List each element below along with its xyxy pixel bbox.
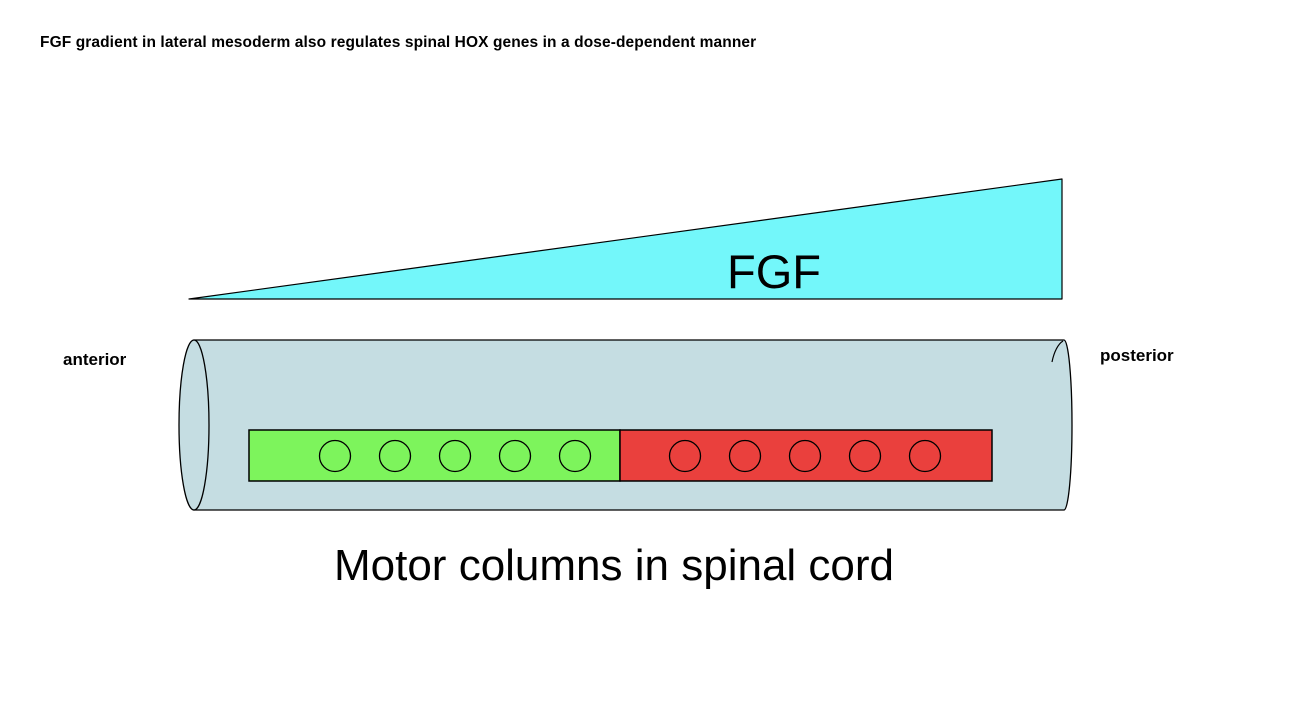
motor-neuron-circle	[728, 439, 762, 473]
motor-neuron-circles	[318, 439, 942, 473]
motor-neuron-circle	[668, 439, 702, 473]
motor-neuron-circle	[908, 439, 942, 473]
motor-neuron-circle	[498, 439, 532, 473]
posterior-label: posterior	[1100, 346, 1174, 365]
anterior-motor-column	[248, 429, 621, 482]
spinal-cord-posterior-cap-arc	[1051, 340, 1064, 363]
motor-neuron-circle	[848, 439, 882, 473]
motor-neuron-circle	[788, 439, 822, 473]
motor-neuron-circle	[558, 439, 592, 473]
fgf-gradient-wedge	[188, 178, 1063, 300]
anterior-label: anterior	[63, 350, 127, 369]
diagram-caption: Motor columns in spinal cord	[333, 541, 895, 590]
spinal-cord-anterior-cap	[178, 339, 210, 511]
motor-neuron-circle	[378, 439, 412, 473]
slide-title: FGF gradient in lateral mesoderm also re…	[40, 34, 757, 51]
spinal-cord-body	[193, 339, 1073, 511]
motor-neuron-circle	[438, 439, 472, 473]
fgf-gradient-label: FGF	[727, 245, 821, 298]
motor-neuron-circle	[318, 439, 352, 473]
posterior-motor-column	[619, 429, 993, 482]
